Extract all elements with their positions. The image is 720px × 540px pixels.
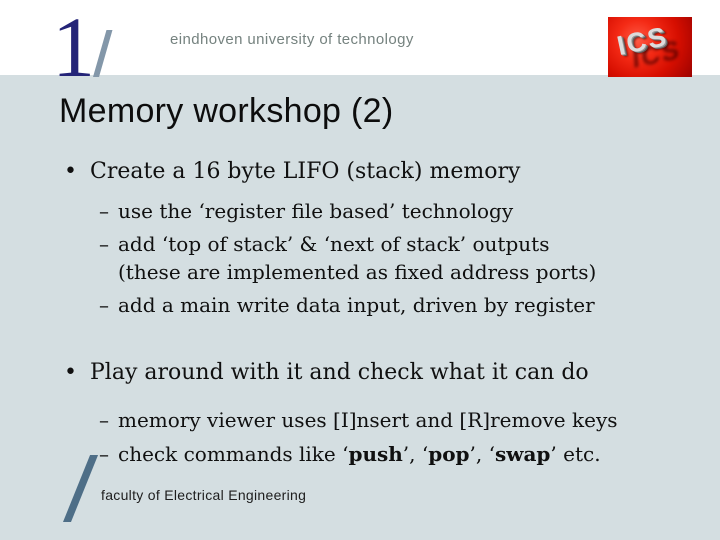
keyword-pop: pop — [428, 442, 470, 466]
bullet-text: Play around with it and check what it ca… — [90, 360, 589, 385]
slide-title: Memory workshop (2) — [59, 92, 394, 130]
slide-body-background — [0, 75, 720, 540]
institution-name: eindhoven university of technology — [170, 31, 414, 48]
sub-bullet-text: memory viewer uses [I]nsert and [R]remov… — [118, 408, 618, 432]
sub-bullet-line-2: (these are implemented as fixed address … — [118, 260, 597, 284]
bullet-item-1: • Create a 16 byte LIFO (stack) memory — [64, 157, 520, 187]
dash-marker: – — [99, 442, 109, 466]
bullet-marker: • — [64, 360, 77, 385]
sub-bullet-1-3: – add a main write data input, driven by… — [99, 291, 595, 319]
footer-department: faculty of Electrical Engineering — [101, 487, 307, 503]
bullet-item-2: • Play around with it and check what it … — [64, 358, 589, 388]
keyword-push: push — [348, 442, 403, 466]
text-segment: ’ etc. — [550, 442, 601, 466]
keyword-swap: swap — [494, 442, 551, 466]
bullet-marker: • — [64, 159, 77, 184]
sub-bullet-line-1: add ‘top of stack’ & ‘next of stack’ out… — [118, 232, 550, 256]
sub-bullet-1-2: – add ‘top of stack’ & ‘next of stack’ o… — [99, 230, 596, 286]
text-segment: ’, ‘ — [402, 442, 429, 466]
text-segment: check commands like ‘ — [118, 442, 349, 466]
dash-marker: – — [99, 293, 109, 317]
dash-marker: – — [99, 199, 109, 223]
sub-bullet-2-1: – memory viewer uses [I]nsert and [R]rem… — [99, 406, 618, 434]
sub-bullet-text: use the ‘register file based’ technology — [118, 199, 514, 223]
page-number: 1 — [52, 0, 95, 95]
sub-bullet-text: add a main write data input, driven by r… — [118, 293, 595, 317]
sub-bullet-1-1: – use the ‘register file based’ technolo… — [99, 197, 513, 225]
sub-bullet-text: add ‘top of stack’ & ‘next of stack’ out… — [118, 230, 596, 286]
sub-bullet-2-2: – check commands like ‘push’, ‘pop’, ‘sw… — [99, 440, 601, 468]
sub-bullet-text: check commands like ‘push’, ‘pop’, ‘swap… — [118, 440, 601, 468]
text-segment: ’, ‘ — [469, 442, 495, 466]
dash-marker: – — [99, 232, 109, 256]
bullet-text: Create a 16 byte LIFO (stack) memory — [90, 159, 521, 184]
page-number-slash-icon — [93, 30, 113, 77]
ics-logo: ICS ICS — [608, 17, 692, 77]
dash-marker: – — [99, 408, 109, 432]
